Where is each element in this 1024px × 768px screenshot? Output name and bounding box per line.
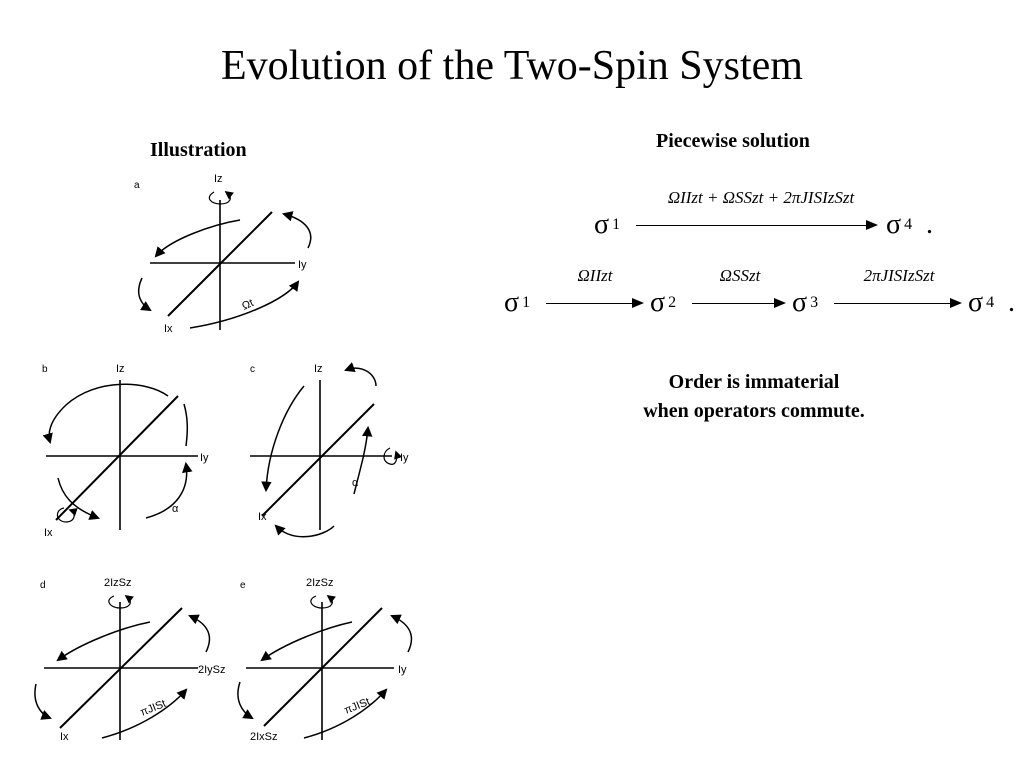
rotation-arrow-left	[57, 477, 100, 520]
rotation-arrow-top	[344, 362, 377, 387]
axis-label-diag-e: 2IxSz	[250, 731, 278, 743]
rotation-diagram-a: a Iz Iy Ix Ωt	[134, 173, 312, 335]
axis-label-top-e: 2IzSz	[306, 577, 334, 589]
rotation-arrow-left	[261, 385, 305, 493]
precession-arrow-lower	[101, 688, 188, 739]
precession-arrow-right	[390, 614, 413, 653]
axis-label-diag-d: Ix	[60, 731, 69, 743]
axis-label-top-a: Iz	[214, 173, 223, 185]
precession-arrow-lower	[189, 280, 300, 329]
arrow-icon	[834, 298, 962, 308]
arrow-icon	[546, 298, 644, 308]
rotation-arrow-bottom	[274, 524, 335, 538]
precession-arrow-lower-left	[34, 683, 52, 720]
precession-arrow-right	[281, 211, 312, 249]
rotation-diagram-b: b Iz Iy Ix α	[42, 363, 209, 539]
z-rotation-icon	[108, 594, 134, 609]
precession-arrow-lower-left	[237, 681, 254, 720]
panel-letter-b: b	[42, 364, 48, 375]
order-note: Order is immaterial when operators commu…	[604, 368, 904, 426]
precession-arrow-lower	[303, 688, 388, 739]
order-note-line-1: Order is immaterial	[668, 371, 840, 393]
illustration-heading: Illustration	[150, 139, 247, 161]
axis-label-diag-c: Ix	[258, 511, 267, 523]
axis-label-right-a: Iy	[298, 259, 307, 271]
x-axis-diagonal	[261, 403, 375, 517]
axis-label-right-e: Iy	[398, 664, 407, 676]
precession-arrow-right	[188, 614, 211, 653]
rotation-diagram-d: d 2IzSz 2IySz Ix πJISt	[34, 577, 226, 743]
rotation-label-c: α	[352, 477, 359, 489]
axis-label-top-c: Iz	[314, 363, 323, 375]
arrow-icon	[636, 220, 878, 230]
z-rotation-icon	[208, 190, 234, 205]
x-axis-diagonal	[167, 211, 273, 317]
x-axis-diagonal	[55, 395, 179, 521]
x-axis-diagonal	[263, 607, 383, 727]
operator-label-2: ΩSSzt	[719, 266, 761, 285]
arrow-icon	[692, 298, 786, 308]
axis-label-right-d: 2IySz	[198, 664, 226, 676]
period: .	[926, 209, 933, 240]
precession-arrow-lower-left	[138, 277, 152, 312]
y-rotation-icon	[383, 447, 403, 465]
rotation-label-b: α	[172, 503, 179, 515]
rotation-diagram-e: e 2IzSz Iy 2IxSz πJISt	[237, 577, 413, 743]
panel-letter-c: c	[250, 364, 255, 375]
rotation-arrow-right	[353, 425, 373, 495]
axis-label-right-c: Iy	[400, 452, 409, 464]
axis-label-top-b: Iz	[116, 363, 125, 375]
axis-label-diag-b: Ix	[44, 527, 53, 539]
panel-letter-d: d	[40, 580, 46, 591]
axis-label-diag-a: Ix	[164, 323, 173, 335]
period: .	[1008, 287, 1015, 318]
x-rotation-icon	[56, 507, 78, 523]
precession-arrow-upper	[260, 621, 353, 662]
panel-letter-e: e	[240, 580, 246, 591]
operator-label-1: ΩIIzt	[577, 266, 613, 285]
piecewise-solution-heading: Piecewise solution	[656, 130, 810, 152]
rotation-arrow-upper	[42, 383, 169, 445]
rotation-arc-right	[183, 403, 189, 447]
rotation-label-a: Ωt	[240, 297, 255, 313]
panel-letter-a: a	[134, 180, 140, 191]
rotation-diagram-c: c Iz Iy Ix α	[250, 362, 409, 538]
rotation-arrow-right	[145, 461, 193, 519]
axis-label-top-d: 2IzSz	[104, 577, 132, 589]
order-note-line-2: when operators commute.	[643, 400, 865, 422]
x-axis-diagonal	[59, 607, 183, 729]
operator-label-3: 2πJISIzSzt	[863, 266, 935, 285]
precession-arrow-upper	[154, 219, 241, 258]
precession-arrow-upper	[56, 621, 151, 662]
z-rotation-icon	[310, 594, 336, 609]
combined-operator-label: ΩIIzt + ΩSSzt + 2πJISIzSzt	[667, 188, 855, 207]
slide-title: Evolution of the Two-Spin System	[221, 43, 803, 89]
axis-label-right-b: Iy	[200, 452, 209, 464]
